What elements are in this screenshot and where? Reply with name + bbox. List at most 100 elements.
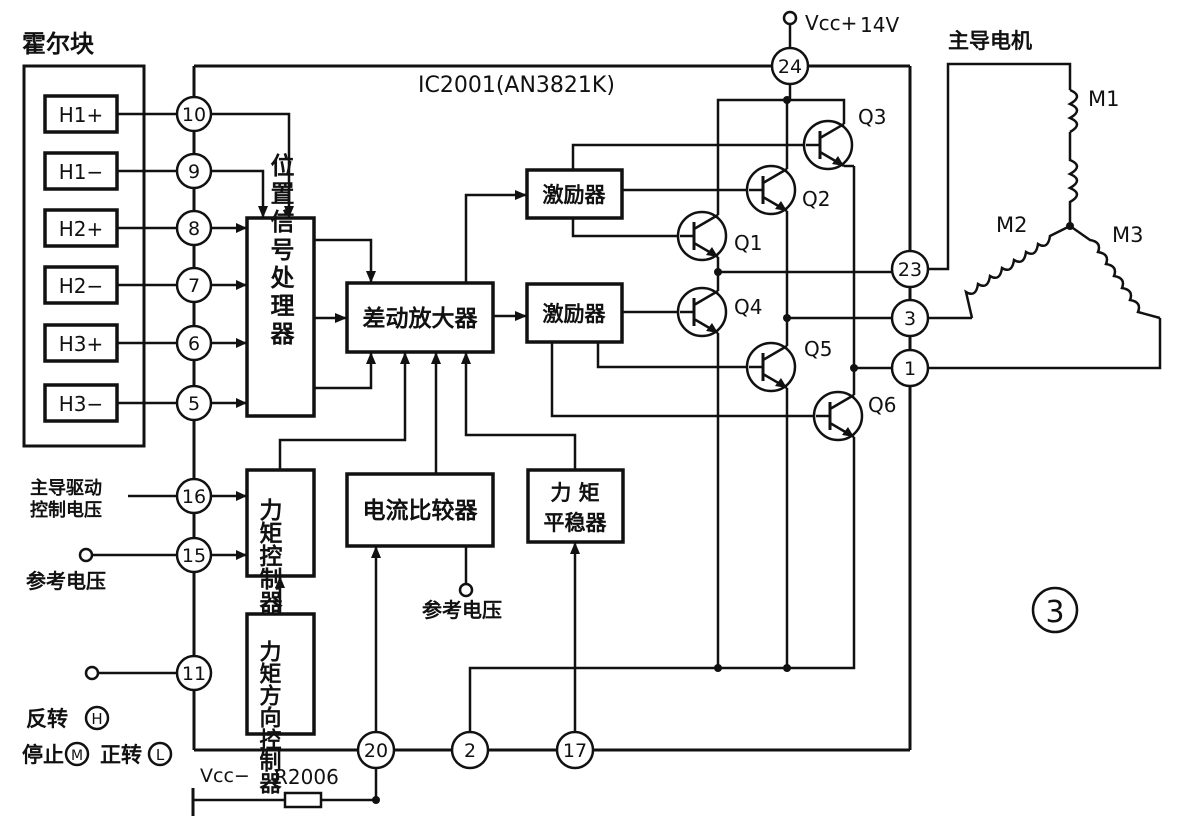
resistor-label: R2006	[274, 765, 339, 789]
hall-element-label: H2+	[59, 217, 104, 241]
pin-20: 20	[356, 730, 396, 770]
torque-direction-control-label: 力矩方向控制器	[256, 640, 283, 795]
pin-number: 6	[188, 333, 200, 355]
transistor-q3	[802, 119, 854, 171]
processor-char: 位置信号处理器	[266, 152, 295, 349]
q5-label: Q5	[804, 337, 832, 361]
current-comparator-label: 电流比较器	[363, 497, 479, 524]
motor-title: 主导电机	[948, 29, 1032, 53]
motor-winding-m2	[964, 224, 1071, 319]
figure-number: 3	[1045, 595, 1064, 630]
torque-control-wires	[211, 352, 410, 614]
pin-number: 17	[563, 740, 587, 762]
q2-label: Q2	[802, 187, 830, 211]
transistor-q4	[676, 286, 728, 338]
driver-upper-block	[525, 168, 624, 220]
differential-amplifier-label: 差动放大器	[363, 305, 479, 332]
pin-number: 3	[904, 308, 916, 330]
pin-5: 5	[175, 384, 213, 422]
hall-element-h2-minus: H2−	[43, 265, 119, 305]
q1-label: Q1	[734, 231, 762, 255]
reference-voltage-label-bottom: 参考电压	[422, 598, 502, 622]
torque-stabilizer-line2: 平稳器	[544, 511, 608, 535]
q6-label: Q6	[868, 393, 896, 417]
hall-element-label: H2−	[59, 274, 104, 298]
pin-number: 23	[898, 259, 922, 281]
current-comparator-wires	[371, 352, 474, 732]
pin-23: 23	[890, 249, 930, 289]
amp-to-driver-wires	[464, 190, 527, 321]
pin-number: 2	[464, 740, 476, 762]
transistor-q6	[812, 390, 864, 442]
mark-m-text: M	[71, 748, 83, 764]
driver-lower-block	[525, 282, 624, 344]
supply-voltage-label: 14V	[860, 13, 899, 37]
processor-to-amp-wires	[314, 238, 376, 390]
pin-15: 15	[175, 536, 213, 574]
vcc-minus-label: Vcc−	[200, 765, 250, 787]
figure-number-badge: 3	[1031, 586, 1079, 634]
reverse-label: 反转	[26, 707, 68, 731]
transistor-q1	[676, 210, 728, 262]
pin-number: 24	[778, 56, 802, 78]
pin-number: 11	[182, 663, 206, 685]
hall-element-h3-plus: H3+	[43, 323, 119, 363]
torque-stabilizer-block	[526, 468, 625, 544]
pin-number: 8	[188, 218, 200, 240]
pin-2: 2	[450, 730, 490, 770]
drive-control-label-line2: 控制电压	[30, 499, 102, 521]
q3-label: Q3	[858, 105, 886, 129]
reference-voltage-input-left	[78, 547, 176, 563]
torque-stabilizer-line1: 力 矩	[550, 481, 599, 505]
hall-element-label: H3−	[59, 392, 104, 416]
mark-l-text: L	[156, 746, 165, 764]
current-comparator-block	[345, 472, 495, 548]
pin-1: 1	[890, 348, 930, 388]
hall-to-pin-wires	[117, 112, 176, 405]
m3-label: M3	[1112, 223, 1143, 247]
pin-number: 16	[182, 486, 206, 508]
pin-17: 17	[555, 730, 595, 770]
ic-label: IC2001(AN3821K)	[418, 73, 615, 98]
motor-winding-m1	[1067, 88, 1079, 226]
pin-11: 11	[175, 654, 213, 692]
hall-element-label: H1+	[59, 103, 104, 127]
drive-control-label-line1: 主导驱动	[30, 477, 102, 499]
hall-signal-wires	[211, 112, 294, 408]
hall-element-h2-plus: H2+	[43, 208, 119, 248]
stop-label: 停止	[22, 743, 64, 767]
ic-boundary	[192, 64, 912, 752]
hall-element-h1-minus: H1−	[43, 151, 119, 191]
forward-label: 正转	[100, 743, 142, 767]
pin-24: 24	[770, 46, 810, 86]
differential-amplifier-block	[345, 281, 495, 354]
motor-neutral-point	[1066, 222, 1074, 230]
pin-10: 10	[175, 95, 213, 133]
hall-element-h3-minus: H3−	[43, 383, 119, 423]
position-signal-processor-block	[245, 216, 316, 418]
hall-element-h1-plus: H1+	[43, 94, 119, 134]
pin-6: 6	[175, 324, 213, 362]
vcc-plus-label: Vcc+	[805, 11, 857, 35]
transistor-q2	[745, 164, 797, 216]
pin-7: 7	[175, 266, 213, 304]
reference-voltage-label-left: 参考电压	[26, 569, 106, 593]
vcc-plus-supply	[782, 10, 798, 48]
mark-l-icon: L	[147, 741, 173, 767]
pin-16: 16	[175, 477, 213, 515]
pin-number: 9	[188, 161, 200, 183]
pin-number: 7	[188, 275, 200, 297]
torque-stabilizer-wires	[461, 352, 580, 732]
pin-number: 20	[364, 740, 388, 762]
driver-to-transistor-wires	[550, 143, 814, 418]
vcc-minus-resistor	[191, 768, 380, 816]
torque-direction-control-block	[245, 612, 316, 736]
hall-element-label: H3+	[59, 332, 104, 356]
m2-label: M2	[996, 213, 1027, 237]
motor-winding-m3	[1069, 224, 1161, 320]
driver-upper-label: 激励器	[543, 183, 607, 207]
pin-number: 1	[904, 358, 916, 380]
hall-block-frame	[22, 64, 146, 448]
mark-h-icon: H	[84, 705, 110, 731]
